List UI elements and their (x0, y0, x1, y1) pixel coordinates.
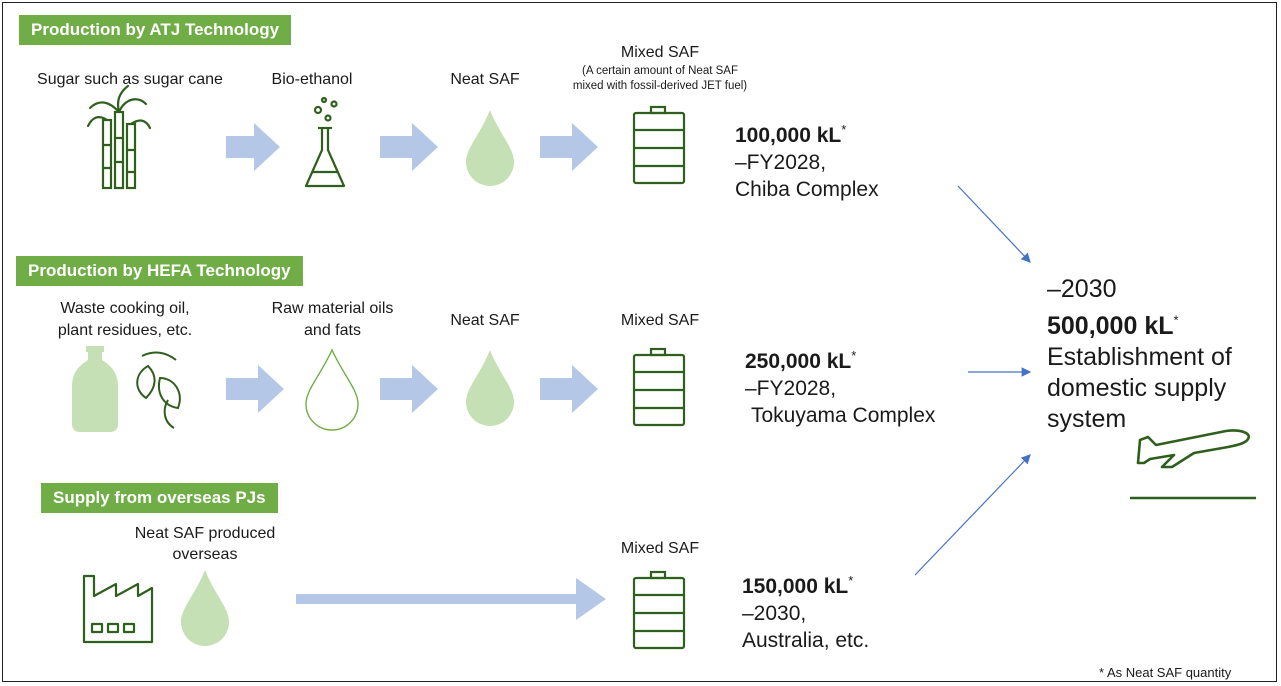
location-overseas: Australia, etc. (742, 629, 870, 652)
amount-hefa: 250,000 kL (745, 350, 852, 373)
label-mixed-saf-overseas: Mixed SAF (620, 540, 700, 557)
drop-icon (466, 110, 514, 186)
mixed-saf-note-1: (A certain amount of Neat SAF (582, 65, 738, 77)
process-arrow (226, 123, 280, 171)
target-hefa: 250,000 kL* –FY2028, Tokuyama Complex (745, 348, 936, 427)
banner-overseas: Supply from overseas PJs (41, 483, 278, 513)
drop-outline-icon (305, 348, 359, 431)
footnote: * As Neat SAF quantity (1099, 665, 1232, 680)
goal-block: –2030 500,000 kL* Establishment of domes… (1047, 275, 1232, 434)
sugarcane-icon (86, 84, 152, 190)
airplane-icon (1130, 429, 1256, 500)
process-arrow (380, 123, 438, 171)
label-sugar: Sugar such as sugar cane (37, 71, 223, 88)
label-neat-saf-hefa: Neat SAF (450, 312, 520, 329)
mixed-saf-note-2: mixed with fossil-derived JET fuel) (572, 80, 748, 92)
target-overseas: 150,000 kL* –2030, Australia, etc. (742, 573, 870, 652)
drop-icon (466, 350, 514, 426)
goal-line-3: system (1047, 405, 1127, 434)
amount-atj: 100,000 kL (735, 124, 842, 147)
label-mixed-saf-hefa: Mixed SAF (620, 312, 700, 329)
drum-icon (632, 347, 686, 427)
process-arrow (540, 123, 598, 171)
drum-icon (632, 570, 686, 650)
location-atj: Chiba Complex (735, 178, 879, 201)
label-mixed-saf-atj: Mixed SAF (620, 44, 700, 61)
label-bio-ethanol: Bio-ethanol (271, 71, 353, 88)
process-arrow-long (296, 578, 606, 620)
drum-icon (632, 105, 686, 185)
drop-icon (181, 570, 229, 646)
goal-year: –2030 (1047, 275, 1117, 303)
target-atj: 100,000 kL* –FY2028, Chiba Complex (735, 122, 879, 201)
banner-hefa: Production by HEFA Technology (16, 256, 303, 286)
process-arrow (226, 365, 284, 413)
period-hefa: –FY2028, (745, 377, 837, 400)
period-atj: –FY2028, (735, 151, 827, 174)
process-arrow (380, 365, 438, 413)
goal-line-1: Establishment of (1047, 343, 1232, 372)
flask-icon (304, 96, 346, 188)
connector-atj (957, 185, 1031, 263)
location-hefa: Tokuyama Complex (751, 404, 936, 427)
bottle-leaf-icon (72, 346, 181, 432)
process-arrow (540, 365, 598, 413)
banner-atj: Production by ATJ Technology (19, 15, 292, 45)
connector-overseas (914, 454, 1031, 576)
label-neat-saf-atj: Neat SAF (450, 71, 520, 88)
amount-overseas: 150,000 kL (742, 575, 849, 598)
label-waste-oil: Waste cooking oil,plant residues, etc. (57, 300, 193, 339)
goal-amount: 500,000 kL (1047, 312, 1174, 341)
period-overseas: –2030, (742, 602, 807, 625)
goal-line-2: domestic supply (1047, 374, 1227, 403)
factory-icon (82, 574, 154, 644)
